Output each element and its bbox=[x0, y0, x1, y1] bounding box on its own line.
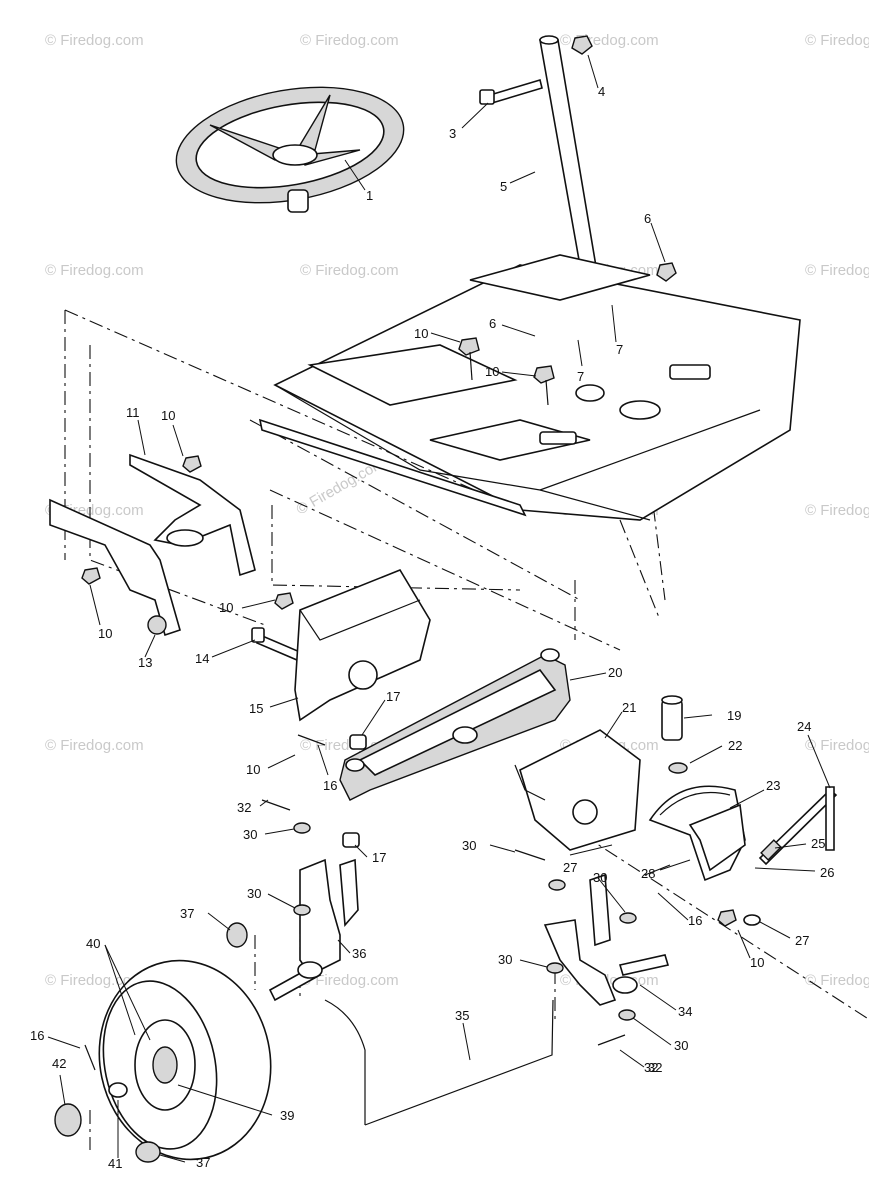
callout: 4 bbox=[598, 84, 605, 99]
callout: 1 bbox=[366, 188, 373, 203]
callout: 3 bbox=[449, 126, 456, 141]
callout: 39 bbox=[280, 1108, 294, 1123]
front-wheel bbox=[54, 922, 272, 1163]
callout: 25 bbox=[811, 836, 825, 851]
watermark: © Firedog.com bbox=[300, 32, 399, 49]
pins-32-16 bbox=[84, 734, 671, 1071]
callout: 22 bbox=[728, 738, 742, 753]
callout: 42 bbox=[52, 1056, 66, 1071]
tie-rod-35 bbox=[324, 999, 554, 1126]
callout: 35 bbox=[455, 1008, 469, 1023]
washers-30 bbox=[293, 822, 637, 1021]
callout: 21 bbox=[622, 700, 636, 715]
drag-link-24 bbox=[717, 786, 838, 927]
callout: 27 bbox=[795, 933, 809, 948]
bolt-3 bbox=[479, 78, 543, 105]
callout: 23 bbox=[766, 778, 780, 793]
callout: 14 bbox=[195, 651, 209, 666]
callout: 26 bbox=[820, 865, 834, 880]
watermark: © Firedog.com bbox=[805, 502, 869, 519]
callout: 16 bbox=[30, 1028, 44, 1043]
bushings-17 bbox=[342, 734, 367, 848]
callout: 30 bbox=[674, 1038, 688, 1053]
callout: 36 bbox=[352, 946, 366, 961]
callout: 7 bbox=[616, 342, 623, 357]
callout: 10 bbox=[414, 326, 428, 341]
callout: 16 bbox=[688, 913, 702, 928]
watermark: © Firedog.com bbox=[805, 737, 869, 754]
callout: 30 bbox=[498, 952, 512, 967]
callout: 41 bbox=[108, 1156, 122, 1171]
callout: 10 bbox=[246, 762, 260, 777]
watermark: © Firedog.com bbox=[45, 262, 144, 279]
nut-4 bbox=[571, 35, 593, 55]
callout: 6 bbox=[644, 211, 651, 226]
callout: 10 bbox=[485, 364, 499, 379]
watermark: © Firedog.com bbox=[300, 972, 399, 989]
watermark: © Firedog.com bbox=[805, 262, 869, 279]
callout: 30 bbox=[462, 838, 476, 853]
callout: 13 bbox=[138, 655, 152, 670]
leader-lines bbox=[47, 54, 831, 1163]
callout: 6 bbox=[489, 316, 496, 331]
callout: 30 bbox=[243, 827, 257, 842]
callout: 16 bbox=[323, 778, 337, 793]
callout: 27 bbox=[563, 860, 577, 875]
callout: 20 bbox=[608, 665, 622, 680]
pinion-19 bbox=[661, 695, 688, 774]
callout: 40 bbox=[86, 936, 100, 951]
sector-gear-23 bbox=[648, 785, 746, 882]
callout: 32 bbox=[648, 1060, 662, 1075]
watermark: © Firedog.com bbox=[45, 972, 144, 989]
callout: 7 bbox=[577, 369, 584, 384]
callout: 34 bbox=[678, 1004, 692, 1019]
bolts-10-dash bbox=[458, 337, 555, 406]
callout: 17 bbox=[386, 689, 400, 704]
bracket-11 bbox=[129, 453, 256, 577]
callout: 10 bbox=[161, 408, 175, 423]
front-axle-20 bbox=[339, 648, 571, 801]
bracket-21 bbox=[514, 729, 641, 851]
assembly-lines bbox=[64, 309, 869, 1150]
callout: 15 bbox=[249, 701, 263, 716]
callout: 30 bbox=[593, 870, 607, 885]
spindle-36 bbox=[268, 858, 359, 1002]
callout: 37 bbox=[196, 1155, 210, 1170]
axle-bracket-15 bbox=[274, 569, 431, 722]
bracket-13 bbox=[49, 498, 181, 637]
callout: 24 bbox=[797, 719, 811, 734]
callout: 30 bbox=[247, 886, 261, 901]
callout: 37 bbox=[180, 906, 194, 921]
callout: 32 bbox=[237, 800, 251, 815]
spindle-34 bbox=[543, 873, 670, 1006]
callout: 28 bbox=[641, 866, 655, 881]
callout: 5 bbox=[500, 179, 507, 194]
watermark: © Firedog.com bbox=[300, 262, 399, 279]
callout: 32 bbox=[644, 1060, 658, 1075]
callout: 10 bbox=[750, 955, 764, 970]
watermark: © Firedog.com bbox=[45, 737, 144, 754]
watermark: © Firedog.com bbox=[805, 972, 869, 989]
bolt-14 bbox=[251, 627, 302, 662]
callout: 10 bbox=[98, 626, 112, 641]
dashboard-panel bbox=[258, 254, 801, 521]
watermark: © Firedog.com bbox=[805, 32, 869, 49]
callout: 10 bbox=[219, 600, 233, 615]
callout: 17 bbox=[372, 850, 386, 865]
steering-wheel bbox=[175, 86, 405, 213]
callouts: 1 3 4 5 6 6 7 7 10 10 11 10 10 10 13 14 … bbox=[30, 84, 834, 1171]
watermark: © Firedog.com bbox=[45, 32, 144, 49]
callout: 19 bbox=[727, 708, 741, 723]
callout: 11 bbox=[126, 405, 140, 420]
